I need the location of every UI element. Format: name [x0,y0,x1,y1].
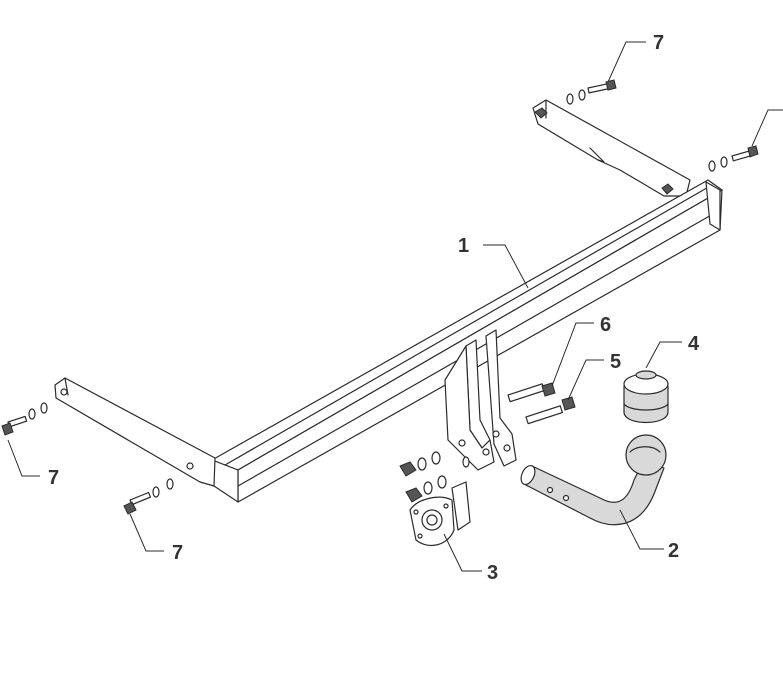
ball-neck-part-2 [520,434,667,526]
crossbar-part-1 [54,99,723,503]
center-fasteners [399,451,470,503]
ball-cover-part-4 [623,370,669,423]
socket-bracket-part-3 [409,481,471,547]
callout-5: 5 [610,351,621,373]
leader-lines [7,41,783,572]
long-bolts-part-5-6 [507,382,576,425]
callout-2: 2 [668,540,679,562]
callout-4: 4 [688,333,700,355]
callout-7-top: 7 [653,32,664,54]
callout-6: 6 [600,314,611,336]
callout-1: 1 [458,235,469,257]
callout-3: 3 [487,562,498,584]
callout-labels: 1 2 3 4 5 6 7 7 7 [48,32,700,584]
bolts-part-7 [1,79,759,515]
callout-7-left: 7 [48,467,59,489]
callout-7-bottom: 7 [172,542,183,564]
